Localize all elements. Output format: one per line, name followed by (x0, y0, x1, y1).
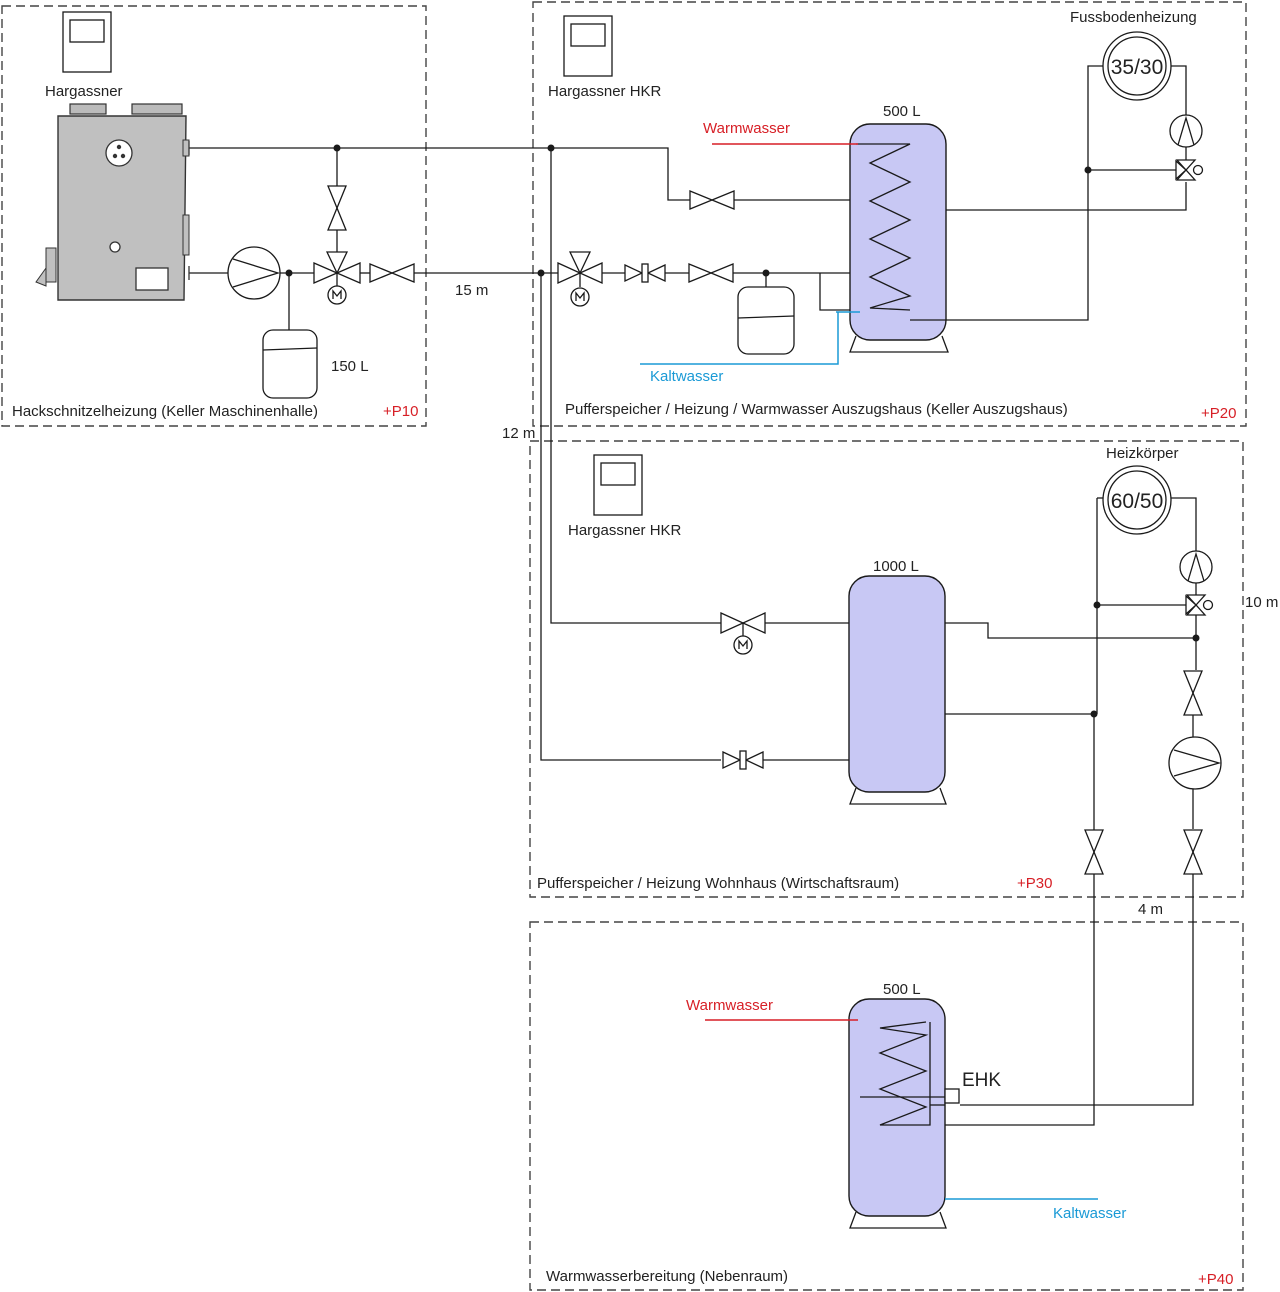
radiator-temps: 60/50 (1111, 490, 1164, 513)
zone-p10-frame (1, 5, 427, 427)
bypass-valve-icon (327, 185, 347, 231)
p40-cold-water: Kaltwasser (1053, 1205, 1126, 1222)
supply-trunk (550, 148, 721, 624)
shutoff-valve-icon (688, 263, 734, 283)
controller-icon (563, 15, 613, 77)
pump-icon (227, 246, 281, 300)
distance-4m: 4 m (1138, 901, 1163, 918)
distance-10m: 10 m (1245, 594, 1278, 611)
radiator-gauge (1102, 465, 1172, 535)
electric-heater (930, 1088, 960, 1106)
shutoff-valve-icon (689, 190, 735, 210)
motor-icon (733, 635, 753, 655)
check-valve-icon (624, 263, 666, 283)
floor-heating-gauge (1102, 31, 1172, 101)
shutoff-valve-icon (369, 263, 415, 283)
expansion-vessel-150 (262, 329, 318, 399)
expansion-volume-label: 150 L (331, 358, 369, 375)
mixing-valve-icon (1185, 594, 1206, 616)
controller-icon (62, 11, 112, 73)
shutoff-valve-icon (1183, 829, 1203, 875)
zone-p30-frame (529, 440, 1244, 898)
floor-heating-temps: 35/30 (1111, 56, 1164, 79)
zone-p40-tag: +P40 (1198, 1271, 1233, 1288)
return-trunk (540, 273, 721, 761)
motor-icon (570, 287, 590, 307)
p40-hot-water: Warmwasser (686, 997, 773, 1014)
p20-controller-label: Hargassner HKR (548, 83, 662, 100)
supply-pipe (189, 147, 690, 201)
boiler (35, 103, 190, 301)
pump-icon (1179, 550, 1213, 584)
zone-p20-tag: +P20 (1201, 405, 1236, 422)
mixing-valve-icon (1175, 159, 1196, 181)
buffer-tank-1000 (848, 575, 947, 805)
boiler-controller-label: Hargassner (45, 83, 123, 100)
shutoff-valve-icon (1084, 829, 1104, 875)
pump-icon (1168, 736, 1222, 790)
zone-p10-tag: +P10 (383, 403, 418, 420)
buffer-tank-500 (849, 123, 949, 353)
zone-p30-title: Pufferspeicher / Heizung Wohnhaus (Wirts… (537, 875, 899, 892)
distance-12m: 12 m (502, 425, 535, 442)
p30-controller-label: Hargassner HKR (568, 522, 682, 539)
zone-p10-title: Hackschnitzelheizung (Keller Maschinenha… (12, 403, 318, 420)
p40-tank-volume: 500 L (883, 981, 921, 998)
zone-p40-frame (529, 921, 1244, 1291)
radiator-label: Heizkörper (1106, 445, 1179, 462)
check-valve-icon (722, 750, 764, 770)
motor-icon (327, 285, 347, 305)
p20-hot-water: Warmwasser (703, 120, 790, 137)
zone-p30-tag: +P30 (1017, 875, 1052, 892)
p30-tank-volume: 1000 L (873, 558, 919, 575)
zone-p40-title: Warmwasserbereitung (Nebenraum) (546, 1268, 788, 1285)
pump-icon (1169, 114, 1203, 148)
expansion-vessel-p20 (737, 286, 795, 355)
shutoff-valve-icon (1183, 670, 1203, 716)
zone-p20-frame (532, 1, 1247, 427)
floor-heating-label: Fussbodenheizung (1070, 9, 1197, 26)
controller-icon (593, 454, 643, 516)
zone-p20-title: Pufferspeicher / Heizung / Warmwasser Au… (565, 401, 1068, 418)
p20-cold-water: Kaltwasser (650, 368, 723, 385)
p20-tank-volume: 500 L (883, 103, 921, 120)
distance-15m: 15 m (455, 282, 488, 299)
mixing-valve-icon (313, 251, 361, 284)
electric-heater-label: EHK (962, 1070, 1001, 1091)
hot-water-tank-500 (848, 998, 947, 1229)
